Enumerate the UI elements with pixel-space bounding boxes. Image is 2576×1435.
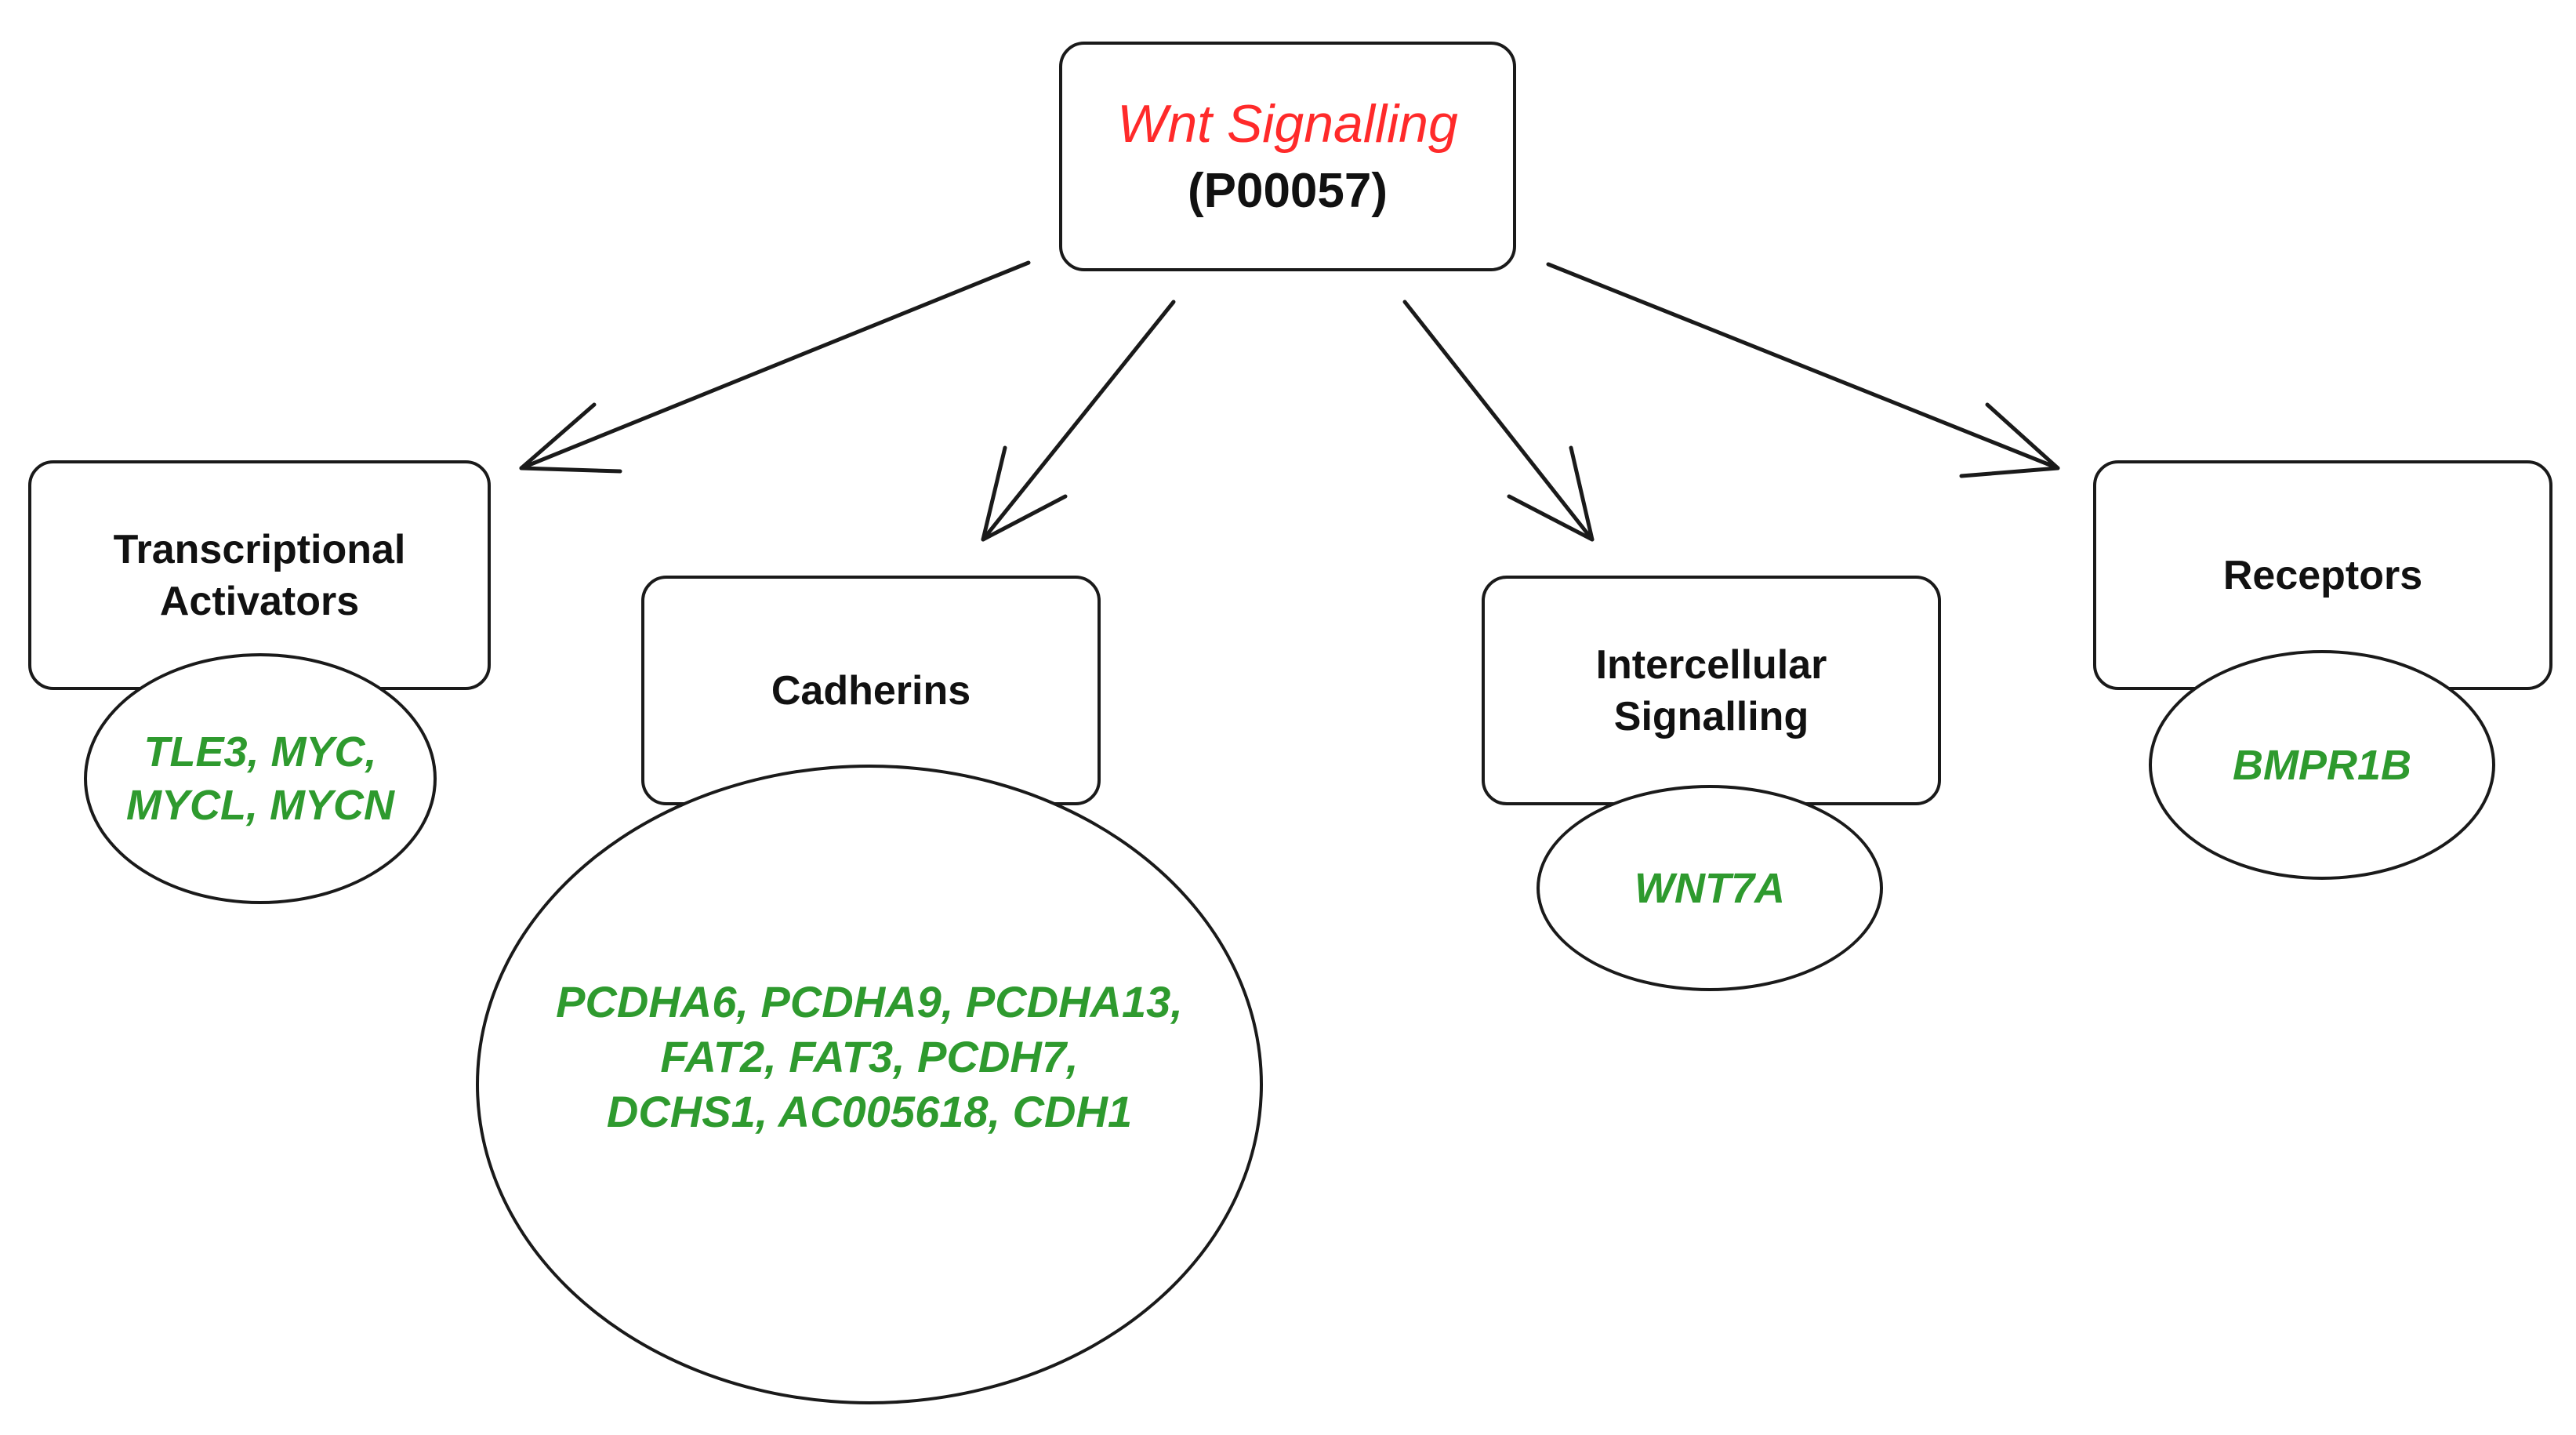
gene-list: TLE3, MYC, [143,728,377,776]
gene-ellipse-transcriptional-activators: TLE3, MYC, MYCL, MYCN [84,653,437,904]
gene-list: MYCL, MYCN [126,782,394,829]
gene-list: PCDHA6, PCDHA9, PCDHA13, [556,977,1183,1026]
category-label: Receptors [2222,552,2423,598]
root-node-box: Wnt Signalling (P00057) [1059,42,1516,271]
gene-list: WNT7A [1634,864,1785,912]
arrow-to-receptors [1546,262,2060,478]
category-box-transcriptional-activators: Transcriptional Activators [28,460,491,690]
category-label: Intercellular [1595,641,1827,688]
gene-list: BMPR1B [2232,741,2412,789]
arrow-to-cadherins [981,300,1176,542]
root-id: (P00057) [1187,163,1388,218]
arrow-to-transcriptional-activators [519,260,1031,474]
arrow-to-intercellular-signalling [1402,300,1595,542]
category-label: Activators [159,578,360,624]
gene-ellipse-receptors: BMPR1B [2149,650,2495,880]
category-box-intercellular-signalling: Intercellular Signalling [1482,576,1941,805]
gene-ellipse-intercellular-signalling: WNT7A [1537,785,1883,991]
category-label: Signalling [1613,693,1809,739]
gene-list: DCHS1, AC005618, CDH1 [606,1087,1133,1136]
gene-ellipse-cadherins: PCDHA6, PCDHA9, PCDHA13, FAT2, FAT3, PCD… [476,765,1263,1404]
category-label: Transcriptional [113,526,406,572]
category-label: Cadherins [771,667,971,714]
root-title: Wnt Signalling [1117,93,1458,154]
gene-list: FAT2, FAT3, PCDH7, [660,1032,1079,1081]
